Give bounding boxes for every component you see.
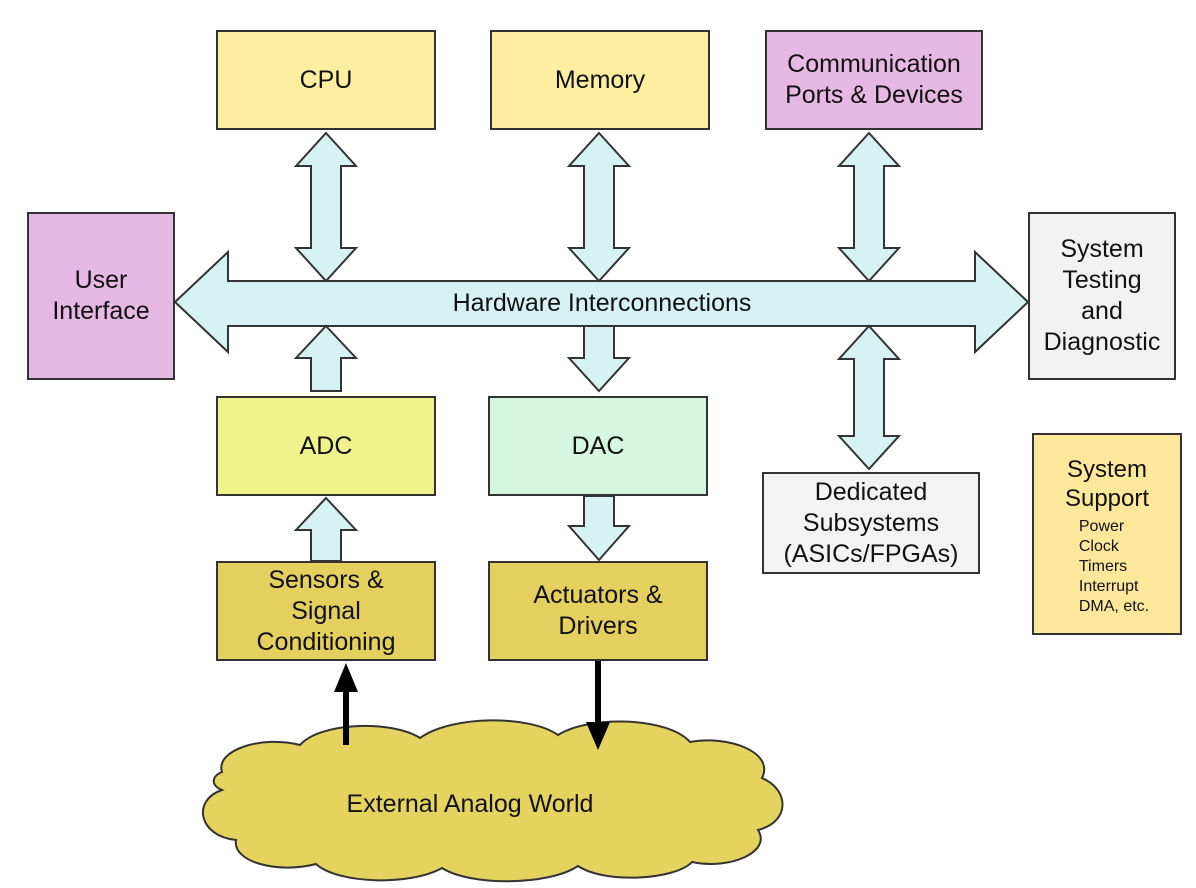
dac-block: DAC (488, 396, 708, 496)
actuators-label-line-1: Actuators & (533, 581, 663, 609)
support-item-power: Power (1078, 518, 1125, 535)
system-support-block: System Support Power Clock Timers Interr… (1032, 433, 1182, 635)
sensors-label-line-2: Signal (291, 596, 361, 625)
dedicated-label-line-3: (ASICs/FPGAs) (783, 539, 959, 568)
memory-block: Memory (490, 30, 710, 130)
communication-ports-block: Communication Ports & Devices (765, 30, 983, 130)
testing-label-line-4: Diagnostic (1043, 328, 1161, 356)
memory-bus-arrow (566, 131, 632, 283)
world-to-sensors-arrowhead (334, 663, 358, 692)
sensors-block: Sensors & Signal Conditioning (216, 561, 436, 661)
testing-label-line-3: and (1081, 297, 1123, 325)
dac-to-actuators-arrow (566, 495, 632, 562)
dedicated-label-line-1: Dedicated (814, 477, 928, 506)
support-item-interrupt: Interrupt (1078, 578, 1139, 595)
sensors-label-line-3: Conditioning (256, 627, 396, 656)
testing-label-line-1: System (1060, 235, 1144, 263)
external-analog-world-cloud (202, 719, 784, 883)
support-title-line-1: System (1066, 456, 1147, 483)
cpu-label: CPU (299, 65, 353, 94)
dac-label: DAC (571, 431, 625, 460)
bus-label: Hardware Interconnections (452, 289, 752, 317)
comm-label-line-2: Ports & Devices (785, 81, 963, 109)
memory-label: Memory (554, 65, 646, 94)
support-item-timers: Timers (1078, 558, 1128, 575)
dedicated-bus-arrow (836, 324, 902, 471)
cpu-block: CPU (216, 30, 436, 130)
support-item-dma: DMA, etc. (1078, 598, 1150, 615)
sensors-label-line-1: Sensors & (268, 565, 384, 594)
system-testing-block: System Testing and Diagnostic (1028, 212, 1176, 380)
comm-bus-arrow (836, 131, 902, 283)
external-world-label: External Analog World (346, 790, 594, 818)
support-title-line-2: Support (1064, 485, 1150, 512)
actuators-block: Actuators & Drivers (488, 561, 708, 661)
actuators-to-world-arrowhead (586, 722, 610, 750)
adc-to-bus-arrow (293, 324, 359, 392)
adc-label: ADC (299, 431, 353, 460)
testing-label-line-2: Testing (1062, 266, 1142, 294)
support-item-clock: Clock (1078, 538, 1119, 555)
ui-label-line-1: User (74, 266, 128, 294)
sensors-to-adc-arrow (293, 496, 359, 562)
dedicated-subsystems-block: Dedicated Subsystems (ASICs/FPGAs) (762, 472, 980, 574)
dedicated-label-line-2: Subsystems (802, 508, 940, 537)
cpu-bus-arrow (293, 131, 359, 283)
actuators-label-line-2: Drivers (558, 612, 638, 640)
bus-to-dac-arrow (566, 325, 632, 393)
adc-block: ADC (216, 396, 436, 496)
support-items-list: Power Clock Timers Interrupt DMA, etc. (1079, 517, 1149, 617)
user-interface-block: User Interface (27, 212, 175, 380)
comm-label-line-1: Communication (787, 50, 961, 78)
ui-label-line-2: Interface (52, 297, 150, 325)
